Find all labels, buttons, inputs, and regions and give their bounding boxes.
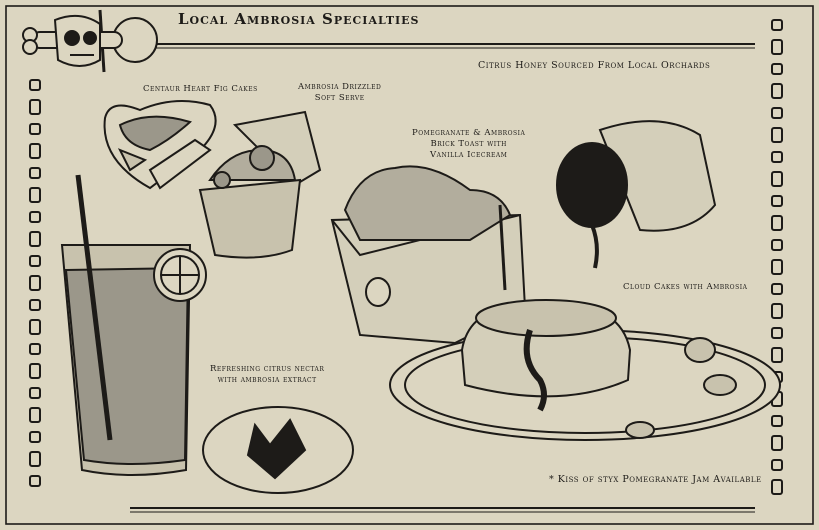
page-frame — [5, 5, 814, 525]
cloud-cakes-drawing — [389, 299, 781, 441]
brick-toast-name-line3: Vanilla Icecream — [429, 150, 508, 160]
soft-serve-name-line2: Soft Serve — [314, 93, 365, 103]
footnote: * Kiss of styx Pomegranate Jam Available — [549, 474, 762, 485]
fig-cakes-name: Centaur Heart Fig Cakes — [143, 84, 258, 94]
item-fig-cakes-label: Centaur Heart Fig Cakes — [143, 84, 258, 95]
fig-cakes-drawing — [103, 100, 217, 190]
sourcing-note: Citrus Honey Sourced From Local Orchards — [478, 60, 711, 71]
skull-logo-icon — [22, 9, 158, 73]
drink-glass-drawing — [60, 174, 207, 476]
item-brick-toast-label: Pomegranate & Ambrosia Brick Toast with … — [412, 128, 525, 161]
honey-jar-drawing — [556, 120, 717, 269]
item-drink-label: Refreshing citrus nectar with ambrosia e… — [210, 364, 324, 386]
coaster-emblem-icon — [202, 406, 354, 494]
menu-title: Local Ambrosia Specialties — [178, 10, 420, 28]
brick-toast-name-line2: Brick Toast with — [430, 139, 507, 149]
soft-serve-drawing — [198, 110, 322, 259]
drink-name-line2: with ambrosia extract — [217, 375, 317, 385]
item-cloud-cakes-label: Cloud Cakes with Ambrosia — [623, 282, 747, 293]
right-border-pattern — [771, 19, 783, 495]
item-soft-serve-label: Ambrosia Drizzled Soft Serve — [298, 82, 381, 104]
cloud-cakes-name: Cloud Cakes with Ambrosia — [623, 282, 748, 292]
drink-name-line1: Refreshing citrus nectar — [210, 364, 325, 374]
left-border-pattern — [29, 79, 41, 487]
brick-toast-name-line1: Pomegranate & Ambrosia — [412, 128, 526, 138]
soft-serve-name-line1: Ambrosia Drizzled — [298, 82, 382, 92]
